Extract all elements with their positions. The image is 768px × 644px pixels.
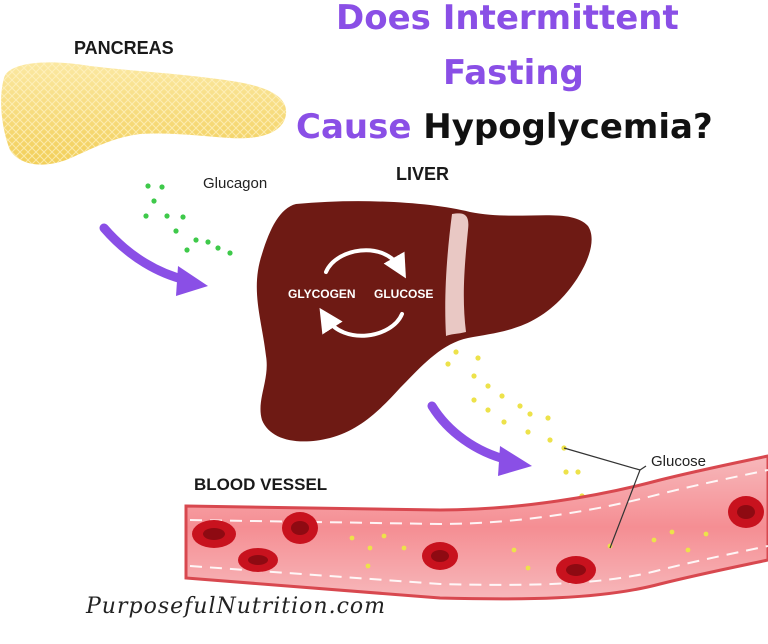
red-blood-cells: [192, 496, 764, 584]
glucagon-dots: [143, 183, 233, 256]
blood-vessel-shape: [184, 454, 768, 601]
glucagon-label: Glucagon: [203, 175, 268, 192]
glucose-dots-in-vessel: [349, 529, 709, 571]
cycle-arrows-icon: [319, 248, 406, 338]
liver-label: LIVER: [396, 164, 450, 184]
glucose-inner-label: GLUCOSE: [374, 287, 434, 301]
blood-vessel-label: BLOOD VESSEL: [194, 475, 328, 494]
pancreas-shape: [1, 62, 287, 165]
glucose-dots-released: [445, 349, 621, 505]
title-line-1: Does Intermittent: [336, 0, 679, 38]
glycogen-label: GLYCOGEN: [288, 287, 356, 301]
liver-shape: [256, 201, 592, 442]
title-word-cause: Cause: [296, 107, 424, 147]
title-line-2: Fasting: [443, 53, 584, 93]
purple-arrow-pancreas-to-liver: [99, 223, 208, 296]
purple-arrow-liver-to-vessel: [427, 401, 532, 476]
pancreas-label: PANCREAS: [74, 38, 174, 58]
glucose-label: Glucose: [651, 453, 707, 470]
glucose-pointer-lines: [563, 447, 647, 549]
title-line-3: Cause Hypoglycemia?: [296, 107, 713, 147]
title-word-hypoglycemia: Hypoglycemia?: [423, 107, 713, 147]
watermark-text: PurposefulNutrition.com: [86, 594, 386, 619]
